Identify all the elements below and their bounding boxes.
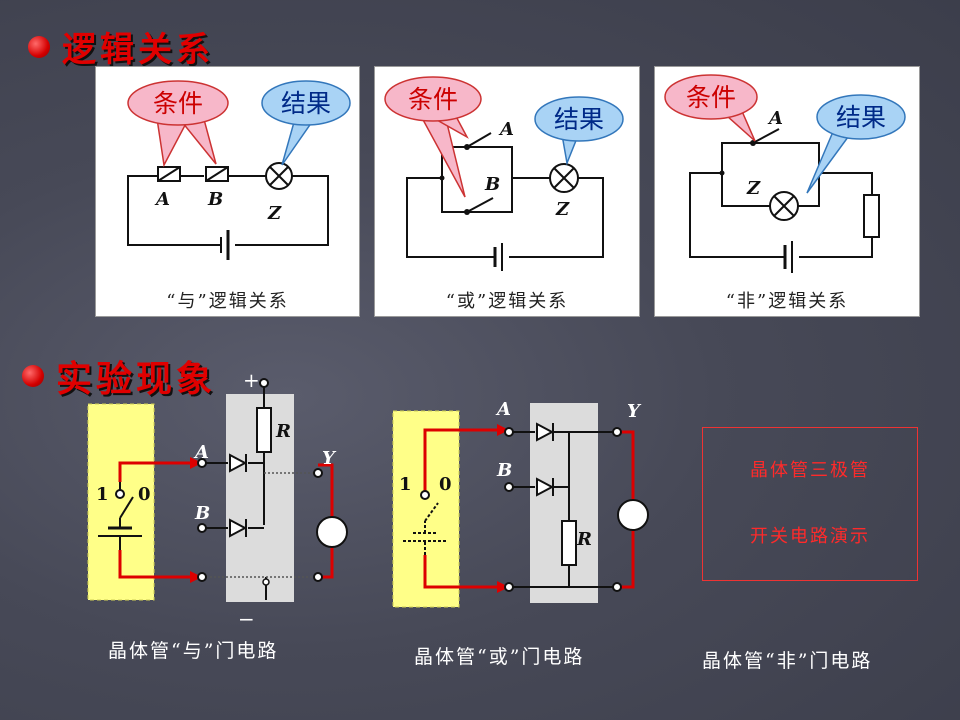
- switch-pos-0: 0: [439, 474, 452, 495]
- label-a: A: [495, 399, 511, 420]
- caption-and-gate: 晶体管“与”门电路: [108, 640, 279, 662]
- condition-callout: 条件: [384, 76, 482, 198]
- condition-callout: 条件: [127, 80, 229, 168]
- section-title-logic: 逻辑关系: [62, 30, 214, 70]
- condition-label: 条件: [686, 83, 736, 112]
- label-a: A: [498, 119, 514, 140]
- minus-terminal: −: [238, 607, 255, 631]
- section-title-experiment: 实验现象: [56, 358, 217, 400]
- section-heading-experiment: 实验现象: [22, 350, 216, 402]
- condition-callout: 条件: [664, 74, 758, 142]
- bullet-dot-icon: [22, 365, 44, 387]
- label-z: Z: [746, 178, 761, 199]
- label-b: B: [496, 460, 512, 481]
- result-callout: 结果: [806, 94, 906, 194]
- label-y: Y: [322, 448, 337, 469]
- label-z: Z: [555, 199, 570, 220]
- demo-line-2[interactable]: 开关电路演示: [750, 526, 870, 547]
- result-callout: 结果: [261, 80, 351, 166]
- switch-pos-1: 1: [96, 484, 109, 505]
- diode-b: [229, 518, 248, 538]
- result-label: 结果: [281, 89, 331, 118]
- caption-or-logic: “或”逻辑关系: [445, 291, 569, 312]
- diode-a: [536, 422, 555, 442]
- resistor-r: [256, 407, 272, 453]
- resistor-r: [561, 520, 577, 566]
- panel-and-logic: A B Z 条件 结果 “与”逻辑关系: [95, 66, 360, 317]
- not-logic-diagram: A Z 条件 结果: [664, 74, 906, 273]
- or-gate-experiment: 1 0 A B Y R: [392, 399, 649, 608]
- section-heading-logic: 逻辑关系: [28, 22, 214, 71]
- label-y: Y: [627, 401, 642, 422]
- and-gate-experiment: 1 0 + − R A B Y: [87, 370, 348, 631]
- label-b: B: [484, 174, 500, 195]
- result-label: 结果: [554, 105, 604, 134]
- output-lamp-y: [617, 499, 649, 531]
- caption-not-gate: 晶体管“非”门电路: [702, 650, 873, 672]
- result-label: 结果: [836, 103, 886, 132]
- label-b: B: [207, 189, 223, 210]
- label-r: R: [576, 529, 592, 550]
- label-b: B: [194, 503, 210, 524]
- switch-pos-1: 1: [399, 474, 412, 495]
- and-logic-diagram: A B Z 条件 结果: [127, 80, 351, 260]
- demo-link-box[interactable]: 晶体管三极管 开关电路演示: [702, 427, 918, 581]
- or-logic-diagram: A B Z 条件 结果: [384, 76, 624, 271]
- demo-line-1[interactable]: 晶体管三极管: [750, 460, 870, 481]
- resistor: [863, 194, 880, 238]
- caption-and-logic: “与”逻辑关系: [166, 291, 289, 312]
- panel-not-logic: A Z 条件 结果 “非”逻辑关系: [654, 66, 920, 317]
- label-z: Z: [267, 203, 282, 224]
- diode-a: [229, 453, 248, 473]
- switch-pos-0: 0: [138, 484, 151, 505]
- caption-not-logic: “非”逻辑关系: [725, 291, 849, 312]
- output-lamp-y: [316, 516, 348, 548]
- plus-terminal: +: [243, 370, 260, 392]
- condition-label: 条件: [153, 89, 203, 118]
- label-r: R: [275, 421, 291, 442]
- caption-or-gate: 晶体管“或”门电路: [414, 646, 585, 668]
- diode-b: [536, 477, 555, 497]
- lamp-z: [769, 191, 799, 221]
- label-a: A: [767, 108, 783, 129]
- lamp-z: [549, 163, 579, 193]
- label-a: A: [154, 189, 170, 210]
- result-callout: 结果: [534, 96, 624, 166]
- label-a: A: [193, 442, 209, 463]
- bullet-dot-icon: [28, 35, 50, 58]
- lamp-z: [265, 162, 293, 190]
- panel-or-logic: A B Z 条件 结果 “或”逻辑关系: [374, 66, 640, 317]
- condition-label: 条件: [408, 85, 458, 114]
